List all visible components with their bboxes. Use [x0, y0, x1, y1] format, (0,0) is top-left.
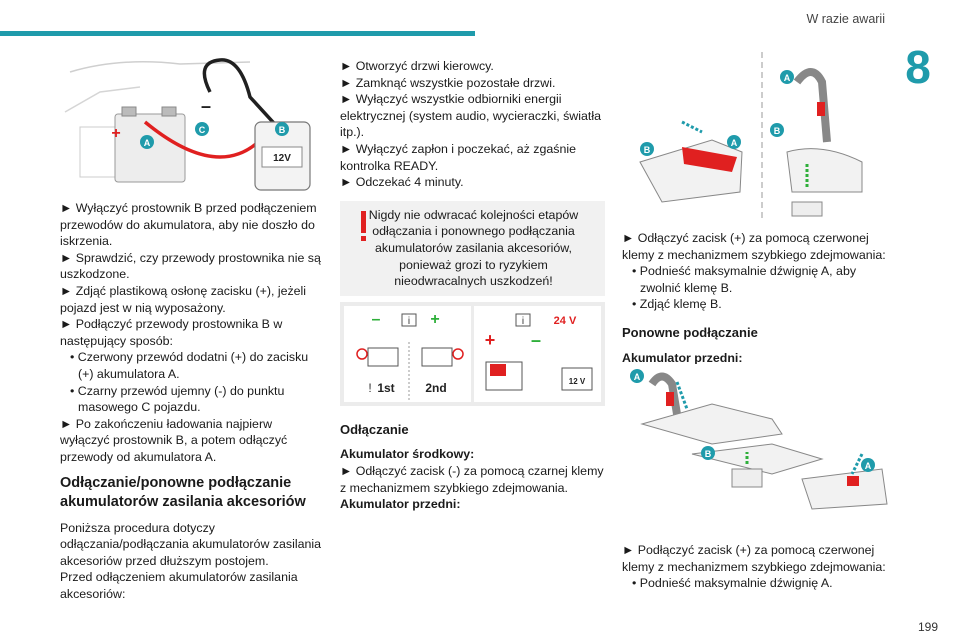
disconnect-order-infographic: – + i ! 1st 2nd i 24 V + – 12 V — [340, 301, 605, 406]
col1-para-1: Poniższa procedura dotyczy odłączania/po… — [60, 520, 322, 568]
column-3: ► Odłączyć zacisk (+) za pomocą czerwone… — [622, 230, 892, 366]
col3-step-1: ► Odłączyć zacisk (+) za pomocą czerwone… — [622, 231, 886, 262]
svg-text:A: A — [865, 461, 872, 471]
col2-step-3: ► Wyłączyć wszystkie odbiorniki energii … — [340, 92, 601, 140]
charger-connection-illustration: A C B + – 12V — [60, 52, 322, 192]
col3-front-battery-heading: Akumulator przedni: — [622, 350, 743, 365]
col1-step-4: ► Podłączyć przewody prostownika B w nas… — [60, 317, 283, 348]
clamp-removal-illustration: A B A B — [622, 52, 890, 220]
svg-text:–: – — [531, 330, 541, 350]
fig1-voltage: 12V — [273, 153, 291, 164]
svg-text:A: A — [634, 372, 641, 382]
warning-icon — [361, 210, 366, 233]
svg-text:+: + — [430, 311, 439, 328]
middle-battery-heading: Akumulator środkowy: — [340, 447, 475, 462]
info-excl: ! — [368, 381, 371, 395]
reconnect-heading: Ponowne podłączanie — [622, 324, 758, 340]
column-2: ► Otworzyć drzwi kierowcy. ► Zamknąć wsz… — [340, 58, 605, 513]
col1-step-1: ► Wyłączyć prostownik B przed podłączeni… — [60, 201, 317, 249]
fig1-label-b: B — [279, 125, 286, 135]
header-accent-bar — [0, 31, 475, 36]
fig1-minus: – — [201, 96, 211, 116]
col1-step-3: ► Zdjąć plastikową osłonę zacisku (+), j… — [60, 283, 307, 315]
col3-bullet-1: • Podnieść maksymalnie dźwignię A, aby z… — [632, 264, 857, 295]
col1-heading: Odłączanie/ponowne podłączanie akumulato… — [60, 474, 306, 510]
info-24v: 24 V — [554, 315, 577, 327]
svg-text:A: A — [731, 138, 738, 148]
col1-step-2: ► Sprawdzić, czy przewody prostownika ni… — [60, 250, 321, 282]
svg-text:–: – — [372, 311, 381, 328]
col3-step-2: ► Podłączyć zacisk (+) za pomocą czerwon… — [622, 543, 886, 574]
chapter-number: 8 — [905, 41, 931, 93]
warning-text: Nigdy nie odwracać kolejności etapów odł… — [368, 207, 579, 289]
col2-step-5: ► Odczekać 4 minuty. — [340, 175, 464, 190]
disconnect-heading: Odłączanie — [340, 421, 409, 437]
section-title: W razie awarii — [806, 12, 886, 26]
col2-step-4: ► Wyłączyć zapłon i poczekać, aż zgaśnie… — [340, 141, 576, 173]
col2-step-2: ► Zamknąć wszystkie pozostałe drzwi. — [340, 75, 556, 90]
info-12v: 12 V — [569, 377, 586, 386]
col2-step-1: ► Otworzyć drzwi kierowcy. — [340, 59, 494, 73]
column-1: ► Wyłączyć prostownik B przed podłączeni… — [60, 200, 325, 602]
svg-text:+: + — [485, 330, 496, 350]
col1-bullet-1: • Czerwony przewód dodatni (+) do zacisk… — [70, 350, 309, 381]
svg-text:B: B — [774, 126, 781, 136]
clamp-reconnect-illustration: A B A — [622, 364, 890, 514]
col1-para-2: Przed odłączeniem akumulatorów zasilania… — [60, 570, 298, 601]
svg-text:B: B — [644, 145, 651, 155]
svg-text:B: B — [705, 449, 712, 459]
col1-bullet-2: • Czarny przewód ujemny (-) do punktu ma… — [70, 383, 285, 415]
middle-battery-step: ► Odłączyć zacisk (-) za pomocą czarnej … — [340, 463, 604, 495]
svg-text:A: A — [784, 73, 791, 83]
fig1-plus: + — [111, 125, 120, 142]
info-second: 2nd — [425, 381, 446, 395]
info-i-left: i — [408, 316, 410, 327]
page-number: 199 — [917, 620, 938, 634]
info-first: 1st — [377, 381, 394, 395]
info-i-right: i — [522, 316, 524, 327]
front-battery-heading: Akumulator przedni: — [340, 497, 461, 512]
column-3-bottom: ► Podłączyć zacisk (+) za pomocą czerwon… — [622, 542, 892, 592]
fig1-label-a: A — [144, 138, 151, 148]
col1-step-5: ► Po zakończeniu ładowania najpierw wyłą… — [60, 416, 288, 464]
col3-bullet-3: • Podnieść maksymalnie dźwignię A. — [632, 576, 833, 591]
warning-box: Nigdy nie odwracać kolejności etapów odł… — [340, 200, 605, 296]
fig1-label-c: C — [199, 125, 206, 135]
col3-bullet-2: • Zdjąć klemę B. — [632, 297, 722, 312]
